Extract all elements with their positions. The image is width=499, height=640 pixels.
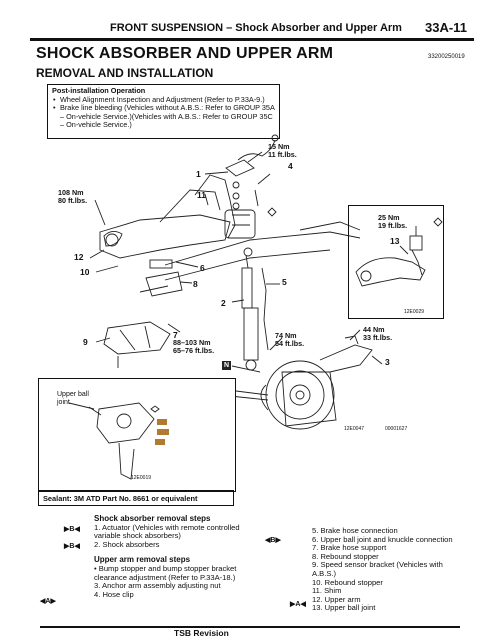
torque-label-6: 44 Nm 33 ft.lbs. (363, 326, 392, 342)
post-installation-box: Post-installation Operation Wheel Alignm… (47, 84, 280, 139)
torque-value: 25 Nm (378, 213, 400, 222)
torque-label-5: 74 Nm 54 ft.lbs. (275, 332, 304, 348)
procedure-step: 2. Shock absorbers (94, 539, 160, 549)
torque-value: 44 Nm (363, 325, 385, 334)
torque-value: 15 Nm (268, 142, 290, 151)
procedure-step: 10. Rebound stopper (312, 577, 383, 587)
callout-8: 8 (193, 279, 198, 289)
procedure-step: 3. Anchor arm assembly adjusting nut (94, 581, 221, 591)
procedure-step: 5. Brake hose connection (312, 526, 398, 535)
shock-removal-steps: Shock absorber removal steps 1. Actuator… (94, 514, 254, 599)
torque-value-imperial: 11 ft.lbs. (268, 150, 297, 159)
bolt-icon (155, 439, 165, 445)
procedure-step: 9. Speed sensor bracket (Vehicles with A… (312, 560, 443, 578)
procedure-step: 12. Upper arm (312, 594, 361, 604)
torque-value: 88–103 Nm (173, 338, 211, 347)
callout-6: 6 (200, 263, 205, 273)
n-marker: N (222, 361, 231, 370)
procedure-step: 4. Hose clip (94, 589, 134, 599)
procedure-step: 7. Brake hose support (312, 543, 387, 553)
badge-b: ▶B◀ (64, 543, 80, 550)
torque-value: 108 Nm (58, 188, 84, 197)
footer-rule (40, 626, 460, 628)
badge-a-right: ▶A◀ (290, 601, 306, 608)
torque-label-4: 88–103 Nm 65–76 ft.lbs. (173, 339, 214, 355)
callout-9: 9 (83, 337, 88, 347)
post-installation-heading: Post-installation Operation (52, 86, 146, 95)
procedure-step: 11. Shim (312, 586, 342, 596)
callout-1: 1 (196, 169, 201, 179)
torque-label-3: 25 Nm 19 ft.lbs. (378, 214, 407, 230)
torque-value-imperial: 19 ft.lbs. (378, 221, 408, 230)
footer-label: TSB Revision (174, 628, 229, 638)
procedure-step: 6. Upper ball joint and knuckle connecti… (312, 534, 453, 544)
torque-value-imperial: 33 ft.lbs. (363, 333, 393, 342)
page-title: SHOCK ABSORBER AND UPPER ARM (36, 45, 334, 62)
doc-code: 33200250019 (428, 54, 465, 60)
upper-arm-removal-heading: Upper arm removal steps (94, 555, 191, 565)
post-installation-item: Wheel Alignment Inspection and Adjustmen… (52, 95, 275, 105)
torque-value-imperial: 54 ft.lbs. (275, 339, 305, 348)
bolt-icon (157, 429, 169, 435)
bolt-icon (157, 419, 167, 425)
torque-value: 74 Nm (275, 331, 297, 340)
procedure-step: 13. Upper ball joint (312, 603, 376, 613)
detail-code: 12E0019 (131, 475, 152, 481)
sealant-note: Sealant: 3M ATD Part No. 8661 or equival… (38, 490, 234, 506)
callout-2: 2 (221, 298, 226, 308)
page-number: 33A-11 (425, 20, 467, 35)
torque-label-1: 15 Nm 11 ft.lbs. (268, 143, 297, 159)
page-subtitle: REMOVAL AND INSTALLATION (36, 66, 214, 80)
header-rule (30, 38, 474, 41)
procedure-step: 1. Actuator (Vehicles with remote contro… (94, 522, 240, 541)
badge-a: ◀A▶ (40, 598, 56, 605)
section-title: FRONT SUSPENSION – Shock Absorber and Up… (110, 22, 402, 34)
procedure-step: • Bump stopper and bump stopper bracket … (94, 563, 237, 582)
shock-removal-heading: Shock absorber removal steps (94, 514, 211, 523)
torque-value-imperial: 65–76 ft.lbs. (173, 346, 215, 355)
right-removal-steps: 5. Brake hose connection 6. Upper ball j… (312, 526, 462, 613)
diagram-code: 12E0047 (344, 426, 365, 432)
inset-code: 12E0029 (404, 309, 425, 315)
upper-ball-joint-detail-box: Upper ball joint 12E0019 (38, 378, 236, 492)
callout-7: 7 (173, 330, 178, 340)
badge-b: ▶B◀ (64, 526, 80, 533)
torque-label-2: 108 Nm 80 ft.lbs. (58, 189, 87, 205)
procedure-step: 8. Rebound stopper (312, 551, 379, 561)
badge-b-right: ◀B▶ (265, 537, 281, 544)
upper-ball-joint-label: Upper ball joint (57, 391, 89, 406)
ball-joint-drawing (68, 402, 160, 480)
post-installation-item: Brake line bleeding (Vehicles without A.… (52, 103, 275, 130)
inset-upper-arm-box (348, 205, 444, 319)
diagram-code-2: 00001627 (385, 426, 408, 432)
callout-3: 3 (385, 357, 390, 367)
callout-10: 10 (80, 267, 90, 277)
callout-5: 5 (282, 277, 287, 287)
callout-12: 12 (74, 252, 84, 262)
torque-value-imperial: 80 ft.lbs. (58, 196, 88, 205)
callout-11: 11 (197, 190, 206, 200)
callout-13: 13 (390, 236, 400, 246)
callout-4: 4 (288, 161, 293, 171)
